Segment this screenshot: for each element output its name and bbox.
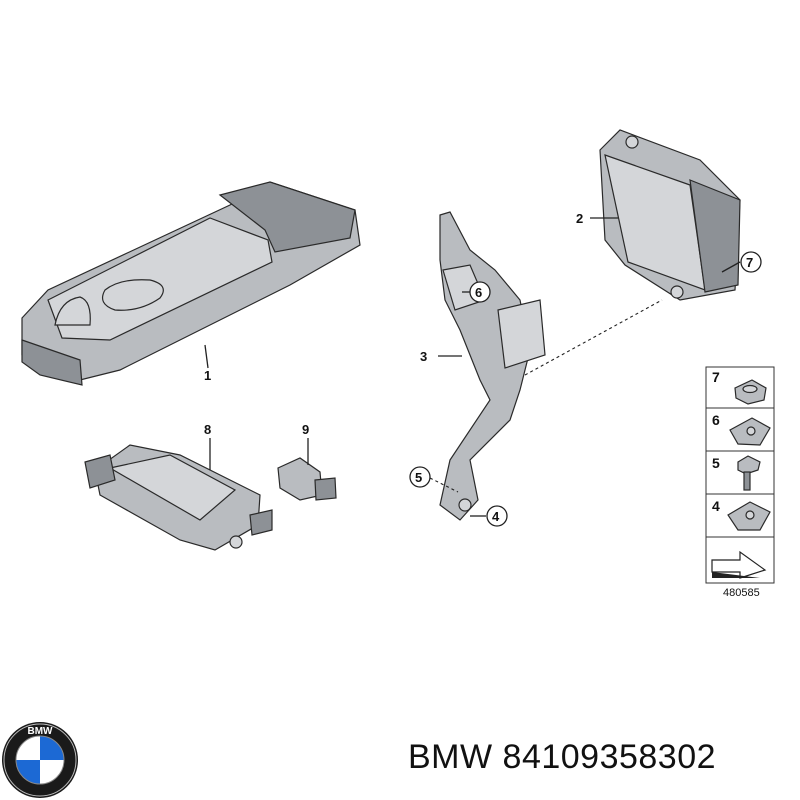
panel-label-7: 7	[712, 369, 720, 385]
callout-4: 4	[492, 509, 500, 524]
speed-nut-icon	[727, 501, 771, 531]
callout-7: 7	[746, 255, 753, 270]
part-9-connector	[277, 438, 337, 501]
panel-label-6: 6	[712, 412, 720, 428]
reference-number: 480585	[723, 587, 760, 599]
fastener-panel: 7 6 5 4	[705, 366, 775, 584]
part-1-charging-tray	[21, 181, 361, 386]
callout-8: 8	[204, 422, 211, 437]
panel-label-5: 5	[712, 455, 720, 471]
part-3-bracket	[438, 211, 663, 521]
logo-text: BMW	[28, 726, 54, 737]
callout-3: 3	[420, 349, 427, 364]
direction-arrow-icon	[711, 550, 767, 579]
bmw-roundel-icon: BMW	[2, 722, 78, 798]
nut-icon	[734, 379, 767, 405]
panel-label-4: 4	[712, 498, 720, 514]
screw-icon	[737, 455, 761, 491]
clip-nut-icon	[729, 417, 771, 446]
callout-6: 6	[475, 285, 482, 300]
part-2-control-module	[590, 129, 741, 301]
callout-1: 1	[204, 368, 211, 383]
callout-9: 9	[302, 422, 309, 437]
part-8-amplifier	[84, 438, 273, 551]
part-number-label: BMW 84109358302	[408, 738, 717, 776]
callout-5: 5	[415, 470, 422, 485]
callout-2: 2	[576, 211, 583, 226]
